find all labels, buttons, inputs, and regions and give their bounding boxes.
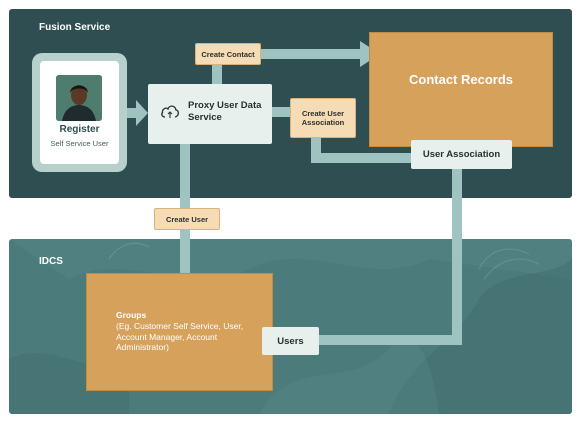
proxy-to-create-contact-connector xyxy=(212,64,222,84)
proxy-to-association-chip-connector xyxy=(272,107,290,117)
proxy-label: Proxy User Data Service xyxy=(188,100,261,124)
contact-records-label: Contact Records xyxy=(408,72,514,87)
create-user-association-chip[interactable]: Create User Association xyxy=(290,98,356,138)
register-card[interactable]: Register Self Service User xyxy=(40,61,119,164)
create-contact-to-contact-records-arrow xyxy=(260,41,380,67)
user-association-drop-connector xyxy=(452,169,462,345)
cloud-sync-icon xyxy=(160,103,180,126)
create-user-association-line2: Association xyxy=(301,118,345,127)
register-to-proxy-arrow xyxy=(127,100,148,126)
contact-records-box[interactable]: Contact Records xyxy=(369,32,553,147)
create-contact-chip[interactable]: Create Contact xyxy=(195,43,261,65)
fusion-service-label: Fusion Service xyxy=(39,22,111,33)
association-chip-to-box-connector xyxy=(311,153,411,163)
register-title: Register xyxy=(59,124,100,135)
user-association-box[interactable]: User Association xyxy=(411,140,512,169)
idcs-label: IDCS xyxy=(39,256,63,267)
create-user-association-line1: Create User xyxy=(301,109,345,118)
create-user-chip[interactable]: Create User xyxy=(154,208,220,230)
groups-box[interactable]: Groups (Eg. Customer Self Service, User,… xyxy=(86,273,273,391)
association-chip-drop-connector xyxy=(311,137,321,163)
user-avatar-icon xyxy=(56,75,102,121)
proxy-user-data-service-box[interactable]: Proxy User Data Service xyxy=(148,84,272,144)
idcs-background-texture xyxy=(9,239,572,414)
users-box[interactable]: Users xyxy=(262,327,319,355)
groups-title: Groups xyxy=(116,310,147,320)
user-association-to-users-connector xyxy=(319,335,462,345)
register-subtitle: Self Service User xyxy=(50,139,109,148)
groups-description: (Eg. Customer Self Service, User, Accoun… xyxy=(116,321,244,352)
proxy-label-line2: Service xyxy=(188,112,222,123)
proxy-label-line1: Proxy User Data xyxy=(188,100,262,111)
